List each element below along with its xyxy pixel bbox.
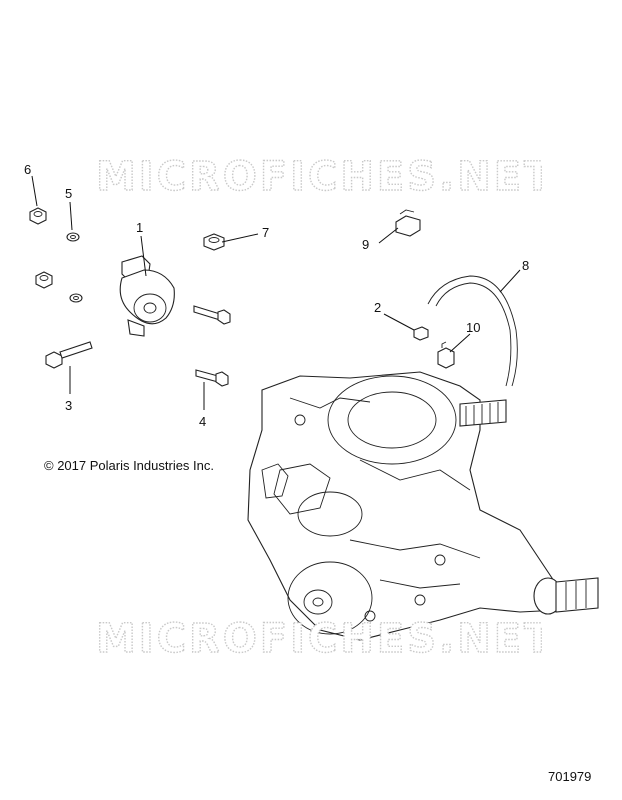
bolt-part-4 — [195, 369, 229, 387]
callout-10: 10 — [466, 320, 480, 335]
callout-3: 3 — [65, 398, 72, 413]
callout-5: 5 — [65, 186, 72, 201]
bolt-part-3 — [45, 341, 93, 369]
leader-line-7 — [221, 233, 259, 243]
washer-secondary — [69, 293, 83, 303]
clip-part-10 — [437, 341, 455, 369]
callout-9: 9 — [362, 237, 369, 252]
flange-bolt-part-7 — [203, 233, 225, 251]
drawing-number: 701979 — [548, 769, 592, 784]
bolt-middle — [193, 305, 231, 325]
leader-line-1 — [140, 235, 147, 277]
callout-1: 1 — [136, 220, 143, 235]
watermark-top: MICROFICHES.NET — [95, 153, 542, 196]
leader-line-9 — [378, 227, 399, 244]
clip-part-2 — [413, 326, 429, 341]
copyright-notice: © 2017 Polaris Industries Inc. — [44, 458, 214, 473]
leader-line-6 — [31, 175, 38, 207]
washer-part-5 — [66, 232, 80, 242]
connector-part-9 — [395, 209, 421, 237]
leader-line-10 — [449, 333, 471, 353]
transmission-assembly — [247, 371, 599, 641]
sensor-part-1 — [119, 255, 175, 337]
vent-hose-part-8 — [427, 275, 518, 387]
callout-4: 4 — [199, 414, 206, 429]
watermark-text: MICROFICHES.NET — [96, 154, 542, 196]
callout-7: 7 — [262, 225, 269, 240]
flange-nut-secondary — [35, 271, 53, 289]
flange-nut-part-6 — [29, 207, 47, 225]
leader-line-8 — [499, 269, 521, 293]
leader-line-5 — [69, 201, 73, 231]
watermark-bottom: MICROFICHES.NET — [95, 615, 542, 658]
callout-8: 8 — [522, 258, 529, 273]
callout-2: 2 — [374, 300, 381, 315]
watermark-text: MICROFICHES.NET — [96, 616, 542, 658]
leader-line-2 — [383, 313, 415, 331]
callout-6: 6 — [24, 162, 31, 177]
